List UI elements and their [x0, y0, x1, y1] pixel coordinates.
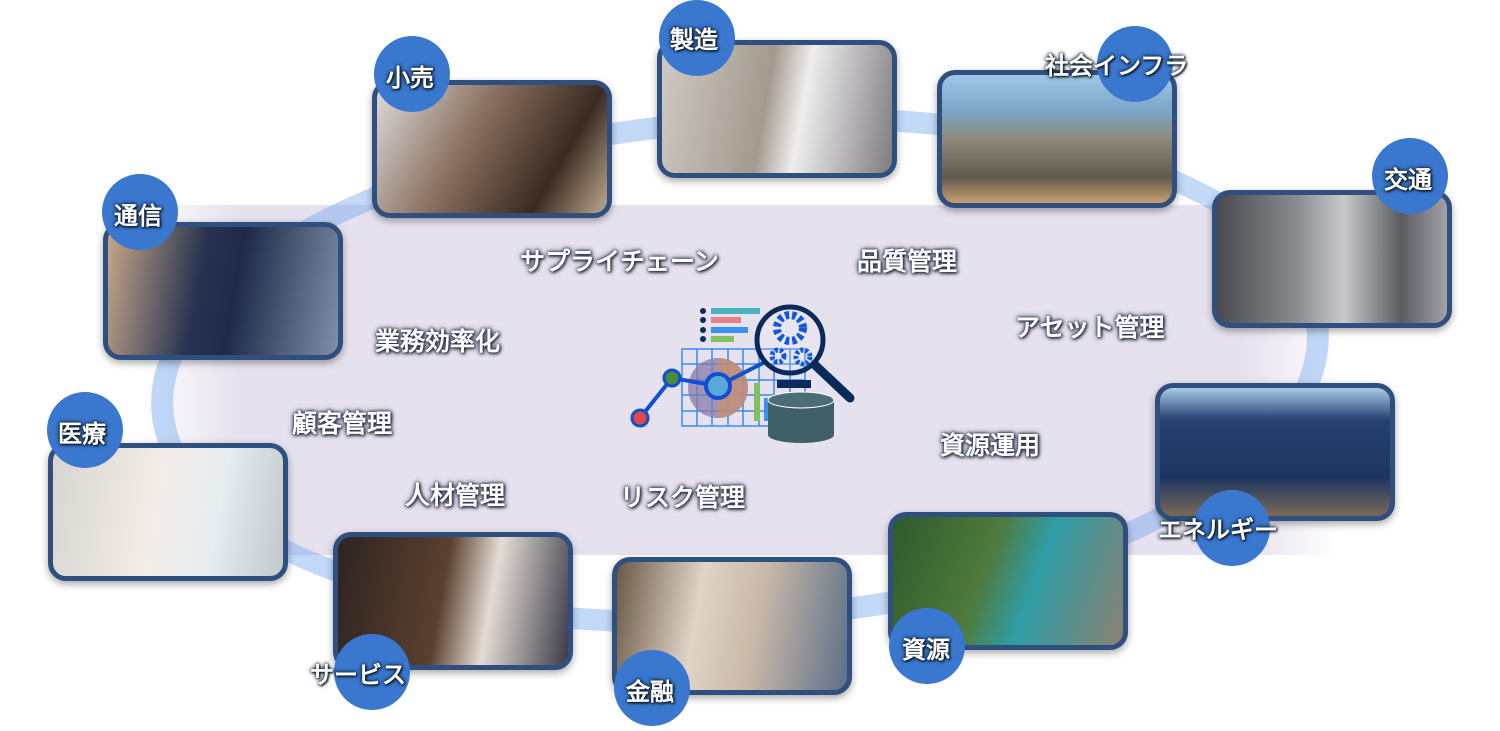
- badge-finance: [614, 650, 690, 726]
- industry-label: エネルギー: [1158, 516, 1278, 544]
- badge-infrastructure: [1097, 26, 1173, 102]
- keyword-supply-chain: サプライチェーン: [520, 247, 719, 276]
- industry-label: 製造: [670, 26, 718, 54]
- badge-energy: [1194, 490, 1270, 566]
- industry-label: 金融: [626, 678, 674, 706]
- badge-telecom: [102, 174, 178, 250]
- badge-transport: [1372, 138, 1448, 214]
- badge-resources: [889, 608, 965, 684]
- keyword-risk: リスク管理: [620, 483, 746, 512]
- industry-label: サービス: [310, 661, 406, 689]
- badge-medical: [47, 392, 123, 468]
- industry-label: 医療: [58, 420, 106, 448]
- badge-service: [334, 634, 410, 710]
- keyword-hr: 人材管理: [405, 481, 506, 510]
- keyword-asset: アセット管理: [1015, 313, 1165, 342]
- badge-retail: [374, 36, 450, 112]
- industry-label: 資源: [902, 636, 950, 664]
- keyword-efficiency: 業務効率化: [375, 327, 501, 356]
- industry-label: 交通: [1384, 166, 1432, 194]
- badge-manufacturing: [659, 0, 735, 76]
- analytics-icon: [630, 304, 855, 443]
- keyword-quality: 品質管理: [857, 247, 958, 276]
- keyword-customer: 顧客管理: [292, 409, 393, 438]
- photo-manufacturing: [657, 40, 897, 178]
- industry-label: 通信: [114, 202, 162, 230]
- industry-label: 小売: [386, 64, 434, 92]
- industry-label: 社会インフラ: [1045, 52, 1189, 80]
- keyword-resource-ops: 資源運用: [940, 431, 1041, 460]
- photo-energy: [1155, 383, 1395, 521]
